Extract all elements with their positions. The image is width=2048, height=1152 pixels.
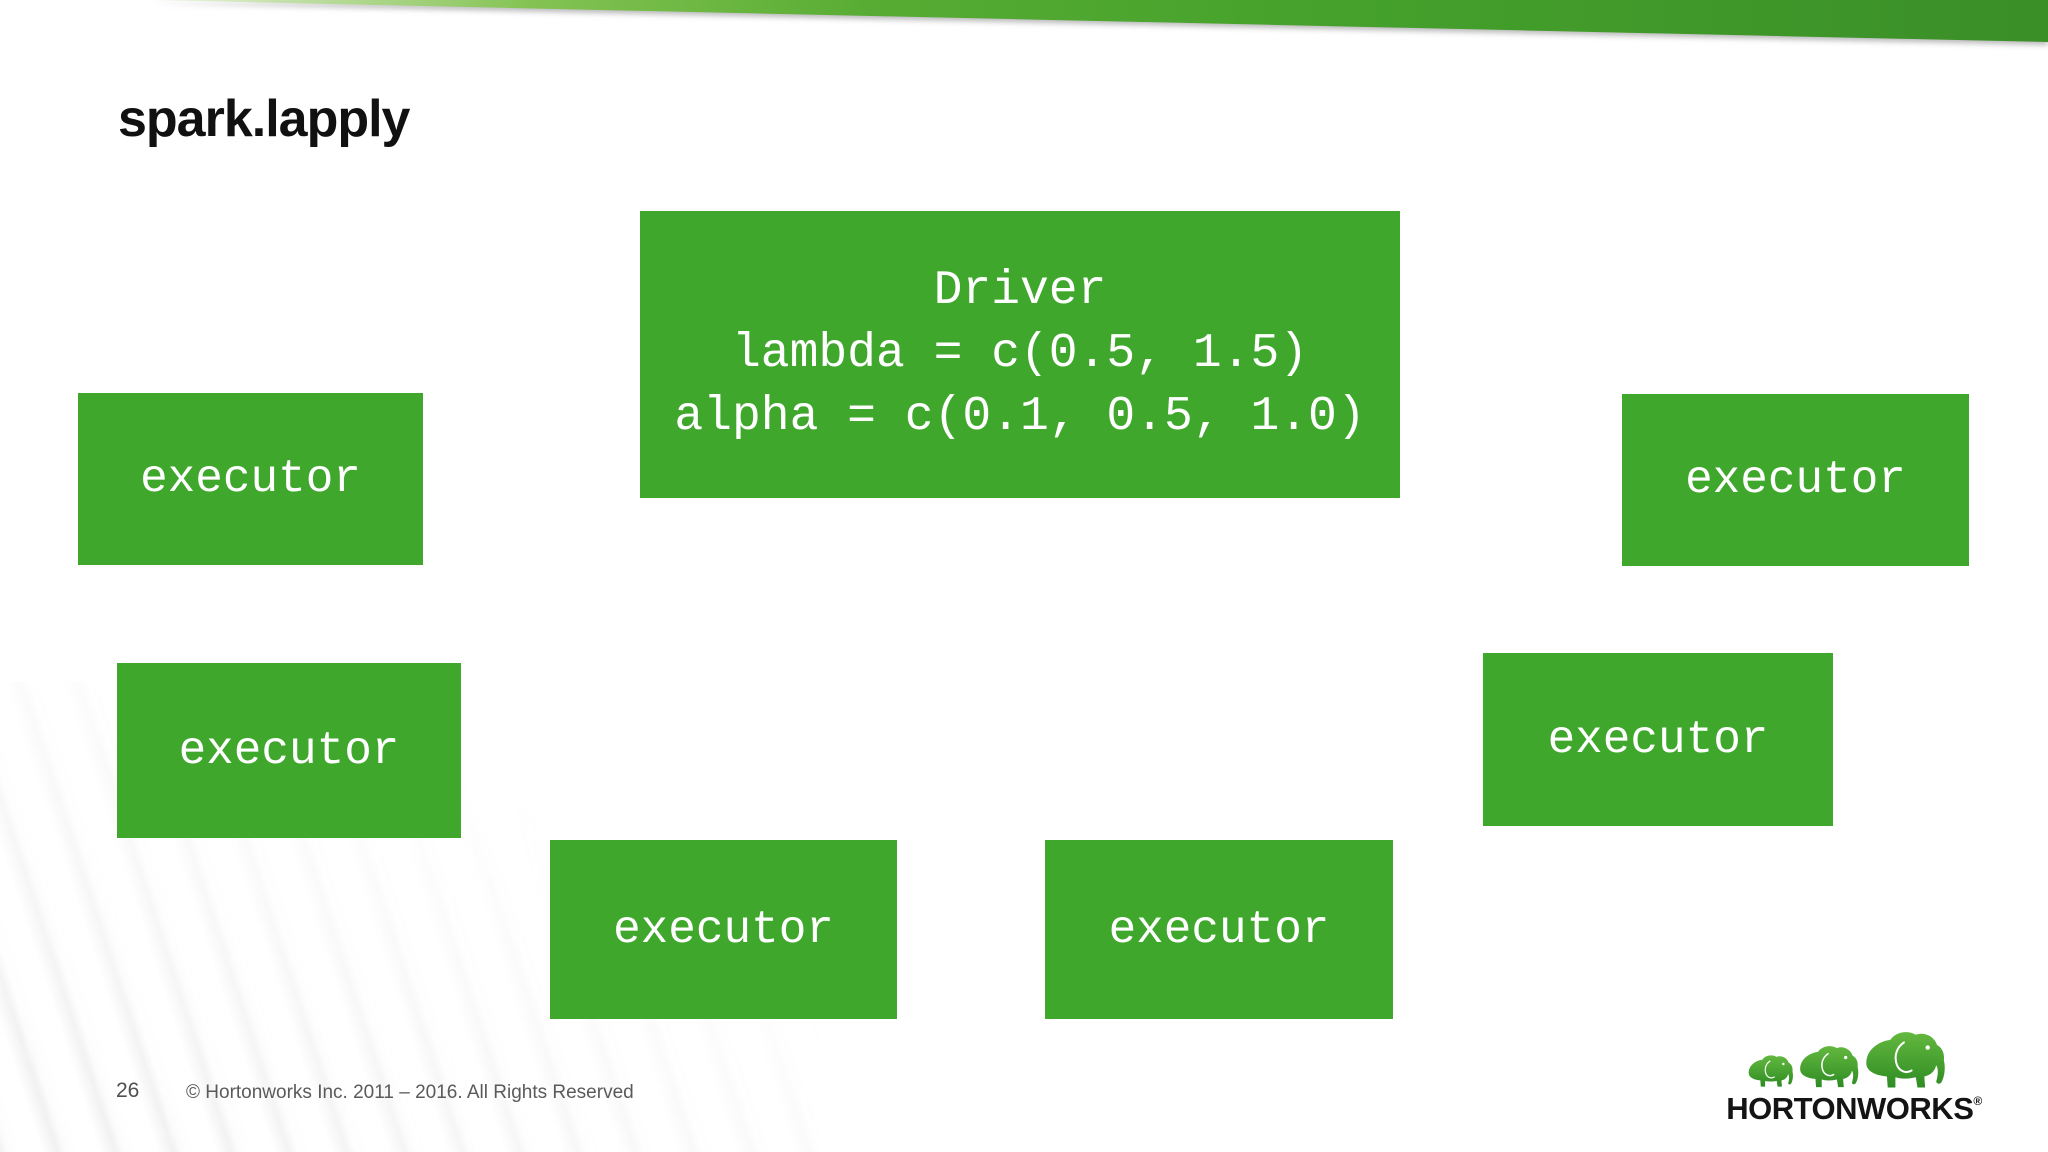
header-band (150, 0, 2048, 42)
brand-text: HORTONWORKS® (1726, 1091, 1982, 1127)
registered-mark: ® (1973, 1094, 1982, 1108)
hortonworks-logo: HORTONWORKS® (1726, 1020, 1982, 1127)
elephants-icon (1748, 1031, 1946, 1089)
driver-title-line: Driver (933, 264, 1107, 318)
driver-code-line-2: alpha = c(0.1, 0.5, 1.0) (674, 390, 1366, 444)
executor-box: executor (1045, 840, 1393, 1019)
copyright-text: © Hortonworks Inc. 2011 – 2016. All Righ… (186, 1082, 634, 1103)
executor-box: executor (550, 840, 897, 1019)
slide-title: spark.lapply (118, 90, 410, 148)
executor-box: executor (1622, 394, 1969, 566)
executor-box: executor (1483, 653, 1833, 826)
driver-box: Driver lambda = c(0.5, 1.5) alpha = c(0.… (640, 211, 1400, 498)
executor-box: executor (78, 393, 423, 565)
driver-code-line-1: lambda = c(0.5, 1.5) (731, 327, 1309, 381)
page-number: 26 (116, 1079, 140, 1102)
executor-box: executor (117, 663, 461, 838)
brand-name: HORTONWORKS (1726, 1091, 1974, 1126)
